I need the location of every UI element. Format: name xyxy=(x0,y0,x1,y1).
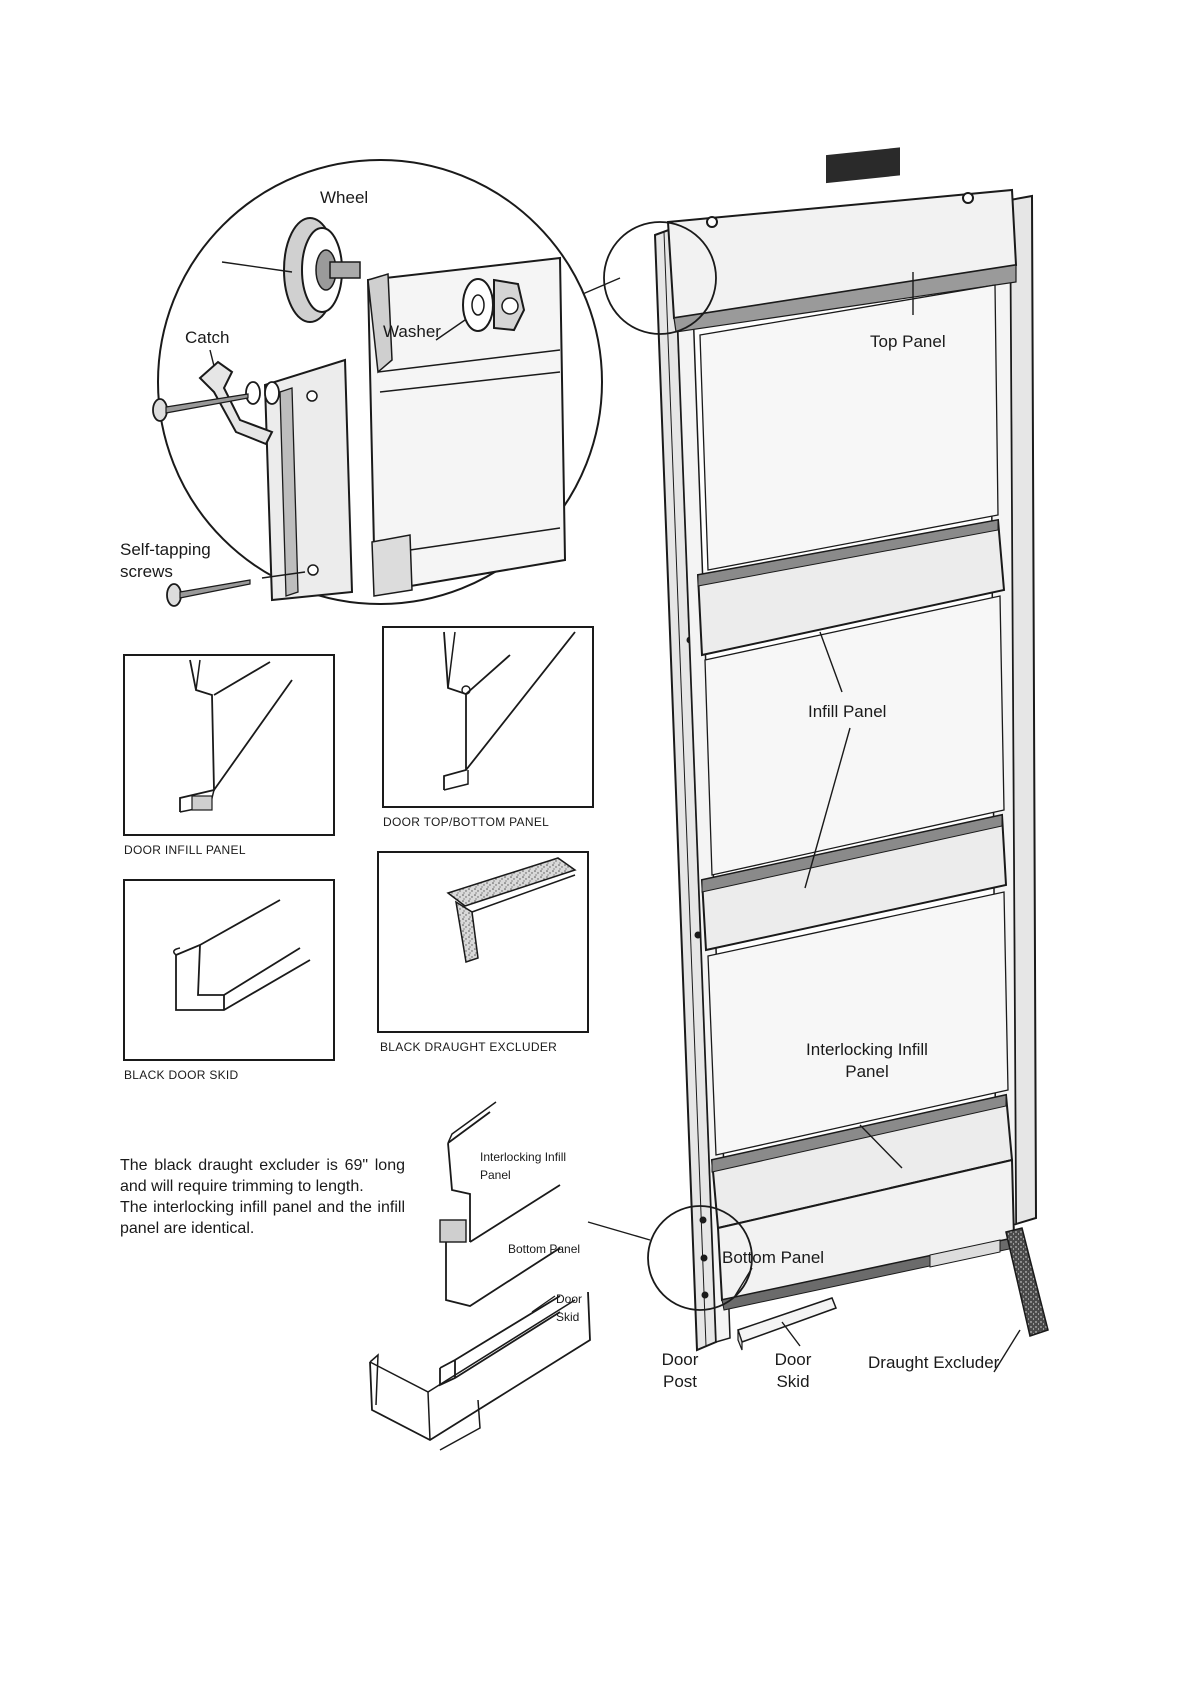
detail-label-door-skid-1: Door xyxy=(556,1292,583,1306)
detail-label-door-skid-2: Skid xyxy=(556,1310,580,1324)
loose-door-skid xyxy=(737,1297,837,1343)
caption-black-draught-excluder: BLACK DRAUGHT EXCLUDER xyxy=(380,1040,558,1054)
label-door-skid-2: Skid xyxy=(776,1372,810,1391)
box-door-infill-panel xyxy=(123,654,335,836)
note-line-1: The black draught excluder is 69" long a… xyxy=(120,1157,405,1195)
top-detail-ring xyxy=(603,221,717,335)
box-black-door-skid xyxy=(123,879,335,1061)
bottom-assembly-detail xyxy=(369,1101,591,1451)
label-interlocking-infill: Interlocking Infill xyxy=(806,1040,928,1059)
assembly-note: The black draught excluder is 69" long a… xyxy=(120,1155,405,1239)
label-screws: screws xyxy=(120,562,173,581)
label-door-post-2: Post xyxy=(662,1372,698,1391)
label-interlocking-panel: Panel xyxy=(845,1062,889,1081)
label-door-skid-1: Door xyxy=(774,1350,812,1369)
label-infill-panel: Infill Panel xyxy=(808,702,887,721)
wheel-detail xyxy=(152,159,603,607)
main-door xyxy=(653,147,1038,1352)
label-bottom-panel: Bottom Panel xyxy=(722,1248,825,1267)
box-door-top-bottom-panel xyxy=(382,626,594,808)
draught-excluder-strip xyxy=(1005,1227,1049,1337)
label-self-tapping: Self-tapping xyxy=(120,540,211,559)
label-catch: Catch xyxy=(185,328,230,347)
label-washer: Washer xyxy=(383,322,441,341)
bottom-detail-ring xyxy=(647,1205,753,1311)
caption-door-top-bottom-panel: DOOR TOP/BOTTOM PANEL xyxy=(383,815,550,829)
label-door-post-1: Door xyxy=(661,1350,699,1369)
label-top-panel: Top Panel xyxy=(870,332,946,351)
caption-door-infill-panel: DOOR INFILL PANEL xyxy=(124,843,246,857)
caption-black-door-skid: BLACK DOOR SKID xyxy=(124,1068,239,1082)
upper-opening xyxy=(699,284,999,571)
label-wheel: Wheel xyxy=(320,188,369,207)
detail-label-interlocking-1: Interlocking Infill xyxy=(480,1150,567,1164)
detail-label-interlocking-2: Panel xyxy=(480,1168,511,1182)
note-line-2: The interlocking infill panel and the in… xyxy=(120,1199,405,1237)
box-black-draught-excluder xyxy=(377,851,589,1033)
detail-label-bottom-panel: Bottom Panel xyxy=(508,1242,581,1256)
label-draught-excluder: Draught Excluder xyxy=(868,1353,1000,1372)
top-panel-label-plate xyxy=(826,147,900,184)
